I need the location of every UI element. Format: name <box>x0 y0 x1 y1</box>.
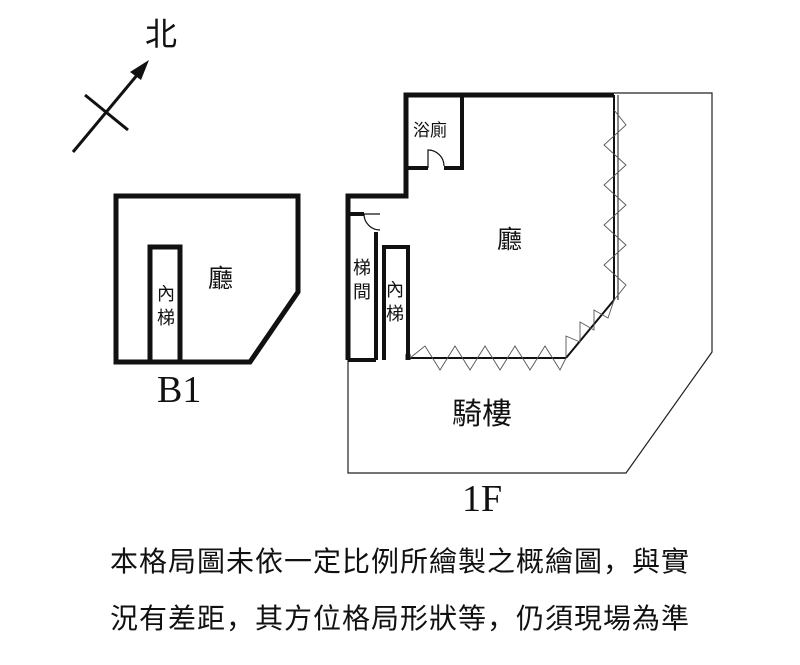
compass-cross-line <box>84 93 129 132</box>
b1-hall-label: 廳 <box>208 264 233 293</box>
compass-arrow-head <box>130 60 149 80</box>
b1-floor-plan: 廳 內 梯 B1 <box>113 193 301 411</box>
b1-outer-wall <box>113 193 301 365</box>
f1-stairwell-walls <box>348 212 378 362</box>
f1-floor-plan: 浴廁 廳 梯 間 內 梯 騎樓 1F <box>345 92 713 520</box>
f1-inner-stair-label-2: 梯 <box>386 304 404 325</box>
compass-arrow-shaft <box>71 67 145 153</box>
f1-arcade-outline <box>347 92 713 474</box>
b1-inner-stair-label-1: 內 <box>157 284 175 305</box>
f1-arcade-label: 騎樓 <box>452 397 512 432</box>
f1-inner-stair-label-1: 內 <box>386 280 404 301</box>
b1-inner-stair-wall <box>147 244 183 362</box>
f1-bathroom-door <box>427 149 445 168</box>
f1-stairwell-label-2: 間 <box>353 282 371 303</box>
f1-stairwell-label-1: 梯 <box>353 258 371 279</box>
b1-inner-stair-label-2: 梯 <box>157 308 175 329</box>
disclaimer-line-2: 況有差距，其方位格局形狀等，仍須現場為準 <box>109 602 690 635</box>
f1-angled-glass-wall <box>565 299 615 359</box>
f1-stairwell-door <box>363 213 381 231</box>
disclaimer-line-1: 本格局圖未依一定比例所繪製之概繪圖，與實 <box>109 545 690 578</box>
f1-bathroom-walls <box>406 95 464 170</box>
f1-front-folding-door <box>409 345 567 371</box>
north-compass: 北 <box>71 15 177 153</box>
f1-floor-label: 1F <box>462 478 502 520</box>
f1-inner-stair-walls <box>382 245 410 360</box>
f1-right-folding-door <box>603 109 627 301</box>
f1-bathroom-label: 浴廁 <box>413 120 447 141</box>
compass-north-label: 北 <box>145 15 177 53</box>
f1-hall-label: 廳 <box>497 225 522 254</box>
f1-angled-folding-door <box>565 299 615 358</box>
b1-floor-label: B1 <box>157 369 201 411</box>
